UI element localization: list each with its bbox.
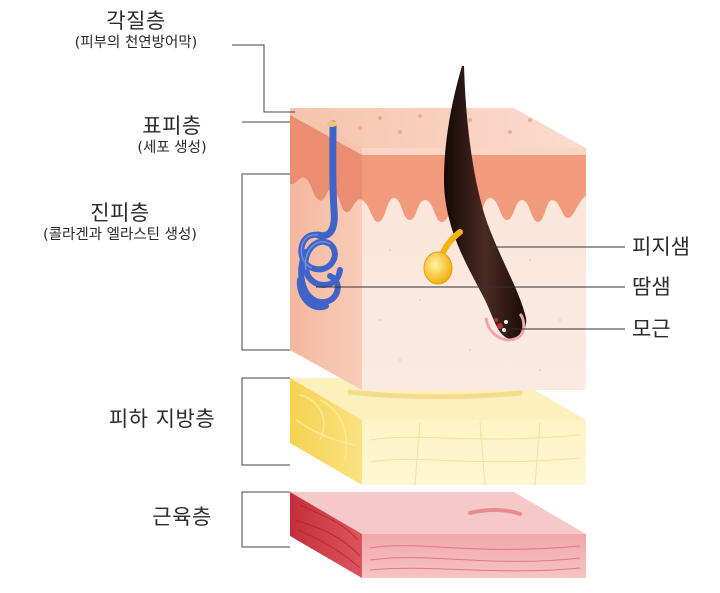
label-dermis-name: 진피층 (90, 201, 150, 225)
sebaceous-gland (423, 229, 463, 285)
label-dermis: 진피층 (콜라겐과 엘라스틴 생성) (4, 200, 236, 245)
muscle-layer (290, 492, 586, 578)
hair-bulb-papilla (494, 318, 508, 332)
label-stratum-corneum-name: 각질층 (106, 9, 166, 33)
bracket-stratum-corneum (232, 44, 295, 113)
label-sweat-gland: 땀샘 (632, 275, 671, 299)
label-muscle: 근육층 (152, 505, 212, 529)
pointer-lines (316, 246, 625, 330)
label-epidermis-note: (세포 생성) (137, 140, 207, 156)
label-hair-root: 모근 (632, 317, 671, 341)
bracket-muscle (241, 491, 290, 548)
label-epidermis: 표피층 (세포 생성) (112, 113, 232, 158)
subcutaneous-fat-layer (290, 378, 586, 486)
hair-follicle (444, 66, 527, 342)
label-subcutaneous: 피하 지방층 (108, 407, 216, 431)
label-sebaceous-gland: 피지샘 (632, 235, 690, 259)
label-stratum-corneum: 각질층 (피부의 천연방어막) (38, 8, 234, 53)
layer-brackets (232, 44, 295, 548)
bracket-subcutaneous (241, 377, 290, 466)
label-stratum-corneum-note: (피부의 천연방어막) (74, 35, 198, 51)
bracket-dermis (241, 173, 290, 351)
label-epidermis-name: 표피층 (142, 114, 202, 138)
sweat-gland (296, 120, 343, 311)
label-dermis-note: (콜라겐과 엘라스틴 생성) (43, 227, 197, 243)
